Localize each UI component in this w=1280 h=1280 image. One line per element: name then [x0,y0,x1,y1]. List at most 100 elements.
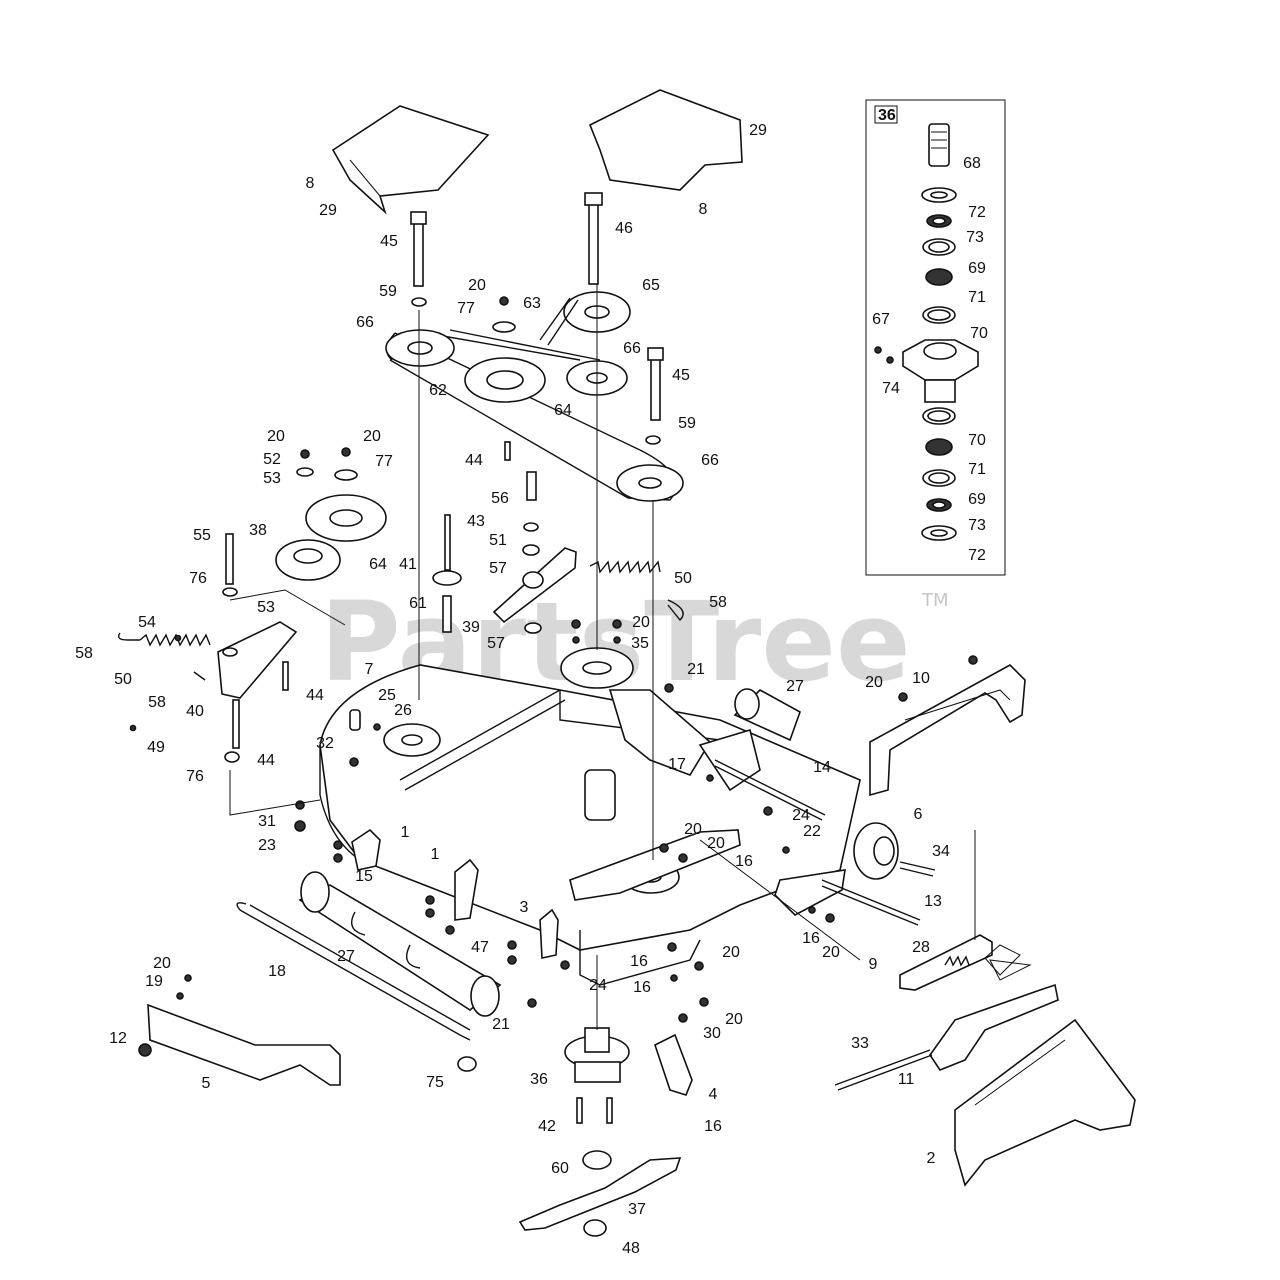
callout-60: 60 [551,1160,569,1177]
callout-58: 58 [148,694,166,711]
bearing-77-top [492,321,516,333]
callout-20: 20 [865,674,883,691]
callout-20: 20 [822,944,840,961]
bolt-45-left [413,213,424,287]
nut-48 [583,1219,607,1237]
callout-42: 42 [538,1118,556,1135]
callout-50: 50 [114,671,132,688]
bracket-4 [654,1033,693,1096]
callout-20: 20 [363,428,381,445]
callout-64: 64 [554,402,572,419]
callout-8: 8 [306,175,315,192]
bracket-1-left [351,828,381,871]
callout-64: 64 [369,556,387,573]
callout-31: 31 [258,813,276,830]
callout-32: 32 [316,735,334,752]
spacer-61 [442,595,452,633]
callout-16: 16 [704,1118,722,1135]
bolt-46 [588,199,599,285]
callout-71: 71 [968,289,986,306]
callout-48: 48 [622,1240,640,1257]
callout-74: 74 [882,380,900,397]
idler-arm-40 [217,621,298,699]
callout-21: 21 [687,661,705,678]
callout-62: 62 [429,382,447,399]
callout-6: 6 [914,806,923,823]
callout-34: 34 [932,843,950,860]
callout-38: 38 [249,522,267,539]
spring-50-right [589,560,661,574]
callout-73: 73 [966,229,984,246]
callout-70: 70 [970,325,988,342]
blade-37 [518,1157,682,1231]
callout-41: 41 [399,556,417,573]
hardware-dots [294,683,835,1023]
callout-53: 53 [263,470,281,487]
callout-21: 21 [492,1016,510,1033]
callout-20: 20 [725,1011,743,1028]
callout-68: 68 [963,155,981,172]
callout-67: 67 [872,311,890,328]
callout-72: 72 [968,204,986,221]
bolt-14 [714,759,826,821]
callout-53: 53 [257,599,275,616]
callout-23: 23 [258,837,276,854]
spacer-41 [432,570,462,586]
callout-70: 70 [968,432,986,449]
callout-11: 11 [898,1071,915,1088]
callout-2: 2 [927,1150,936,1167]
callout-72: 72 [968,547,986,564]
callout-57: 57 [489,560,507,577]
bracket-1-mid [454,858,479,921]
callout-50: 50 [674,570,692,587]
callout-15: 15 [355,868,373,885]
callout-69: 69 [968,260,986,277]
callout-29: 29 [749,122,767,139]
callout-16: 16 [633,979,651,996]
callout-44: 44 [465,452,483,469]
rod-33 [834,1049,933,1091]
callout-52: 52 [263,451,281,468]
watermark-trademark: TM [921,590,949,611]
callout-27: 27 [786,678,804,695]
bolt-13 [821,879,921,926]
callout-35: 35 [631,635,649,652]
callout-33: 33 [851,1035,869,1052]
callout-17: 17 [668,756,686,773]
callout-63: 63 [523,295,541,312]
roller-27-front [298,871,502,1017]
guide-lines [229,284,1032,1030]
spring-50-left [139,633,211,647]
bracket-5 [147,1003,341,1086]
callout-20: 20 [707,835,725,852]
nut-75 [457,1056,477,1072]
callout-10: 10 [912,670,930,687]
callout-20: 20 [632,614,650,631]
callout-24: 24 [589,977,607,994]
callout-22: 22 [803,823,821,840]
callout-45: 45 [672,367,690,384]
callout-76: 76 [186,768,204,785]
callout-16: 16 [735,853,753,870]
callout-20: 20 [722,944,740,961]
callout-30: 30 [703,1025,721,1042]
callout-56: 56 [491,490,509,507]
callout-65: 65 [642,277,660,294]
spindle-inset: 36 [865,99,1006,576]
spacer-60 [582,1150,612,1170]
callout-71: 71 [968,461,986,478]
callout-47: 47 [471,939,489,956]
callout-24: 24 [792,807,810,824]
axle-34 [899,861,936,877]
bolt-55 [225,533,234,585]
callout-25: 25 [378,687,396,704]
roller-27-rear [733,688,801,742]
callout-8: 8 [699,201,708,218]
callout-66: 66 [623,340,641,357]
callout-59: 59 [379,283,397,300]
callout-29: 29 [319,202,337,219]
callout-61: 61 [409,595,427,612]
callout-37: 37 [628,1201,646,1218]
callout-1: 1 [431,846,440,863]
